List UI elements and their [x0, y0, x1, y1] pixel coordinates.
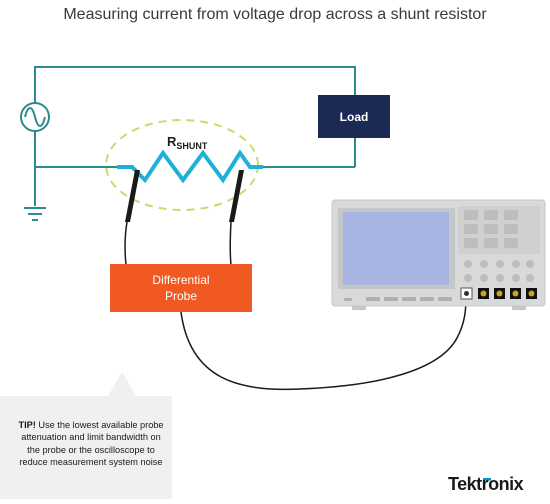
probe-tips	[125, 170, 244, 222]
ac-source-icon	[20, 102, 50, 132]
right-probe-tip	[229, 170, 244, 222]
scope-foot-left	[352, 306, 366, 310]
bottom-wire	[34, 130, 117, 168]
shunt-label-main: R	[167, 134, 177, 149]
probe-label-line2: Probe	[164, 289, 198, 303]
top-wire	[34, 66, 356, 104]
shunt-resistor-label: RSHUNT	[167, 134, 207, 151]
tip-body: Use the lowest available probe attenuati…	[19, 420, 164, 468]
scope-buttons	[344, 297, 452, 301]
circuit-wires	[34, 66, 356, 206]
ground-icon	[24, 207, 46, 221]
scope-screen	[343, 212, 449, 285]
tip-text: TIP! Use the lowest available probe atte…	[16, 419, 166, 469]
load-label: Load	[339, 109, 369, 124]
tip-callout-pointer	[108, 372, 136, 396]
brand-accent-bar	[483, 478, 491, 481]
load-block: Load	[318, 95, 390, 138]
shunt-label-sub: SHUNT	[176, 141, 208, 151]
oscilloscope	[331, 199, 546, 310]
probe-label-line1: Differential	[152, 273, 210, 287]
scope-foot-right	[512, 306, 526, 310]
tip-heading: TIP!	[18, 420, 36, 430]
probe-cable	[180, 295, 467, 391]
tektronix-logo: Tektronix	[448, 474, 524, 494]
left-probe-tip	[125, 170, 140, 222]
scope-channel-connectors	[478, 288, 537, 299]
tip-callout	[0, 396, 172, 499]
scope-knobs	[464, 210, 534, 282]
probe-leads	[124, 221, 232, 266]
diagram-title: Measuring current from voltage drop acro…	[63, 6, 487, 23]
differential-probe-block: Differential Probe	[110, 264, 252, 312]
